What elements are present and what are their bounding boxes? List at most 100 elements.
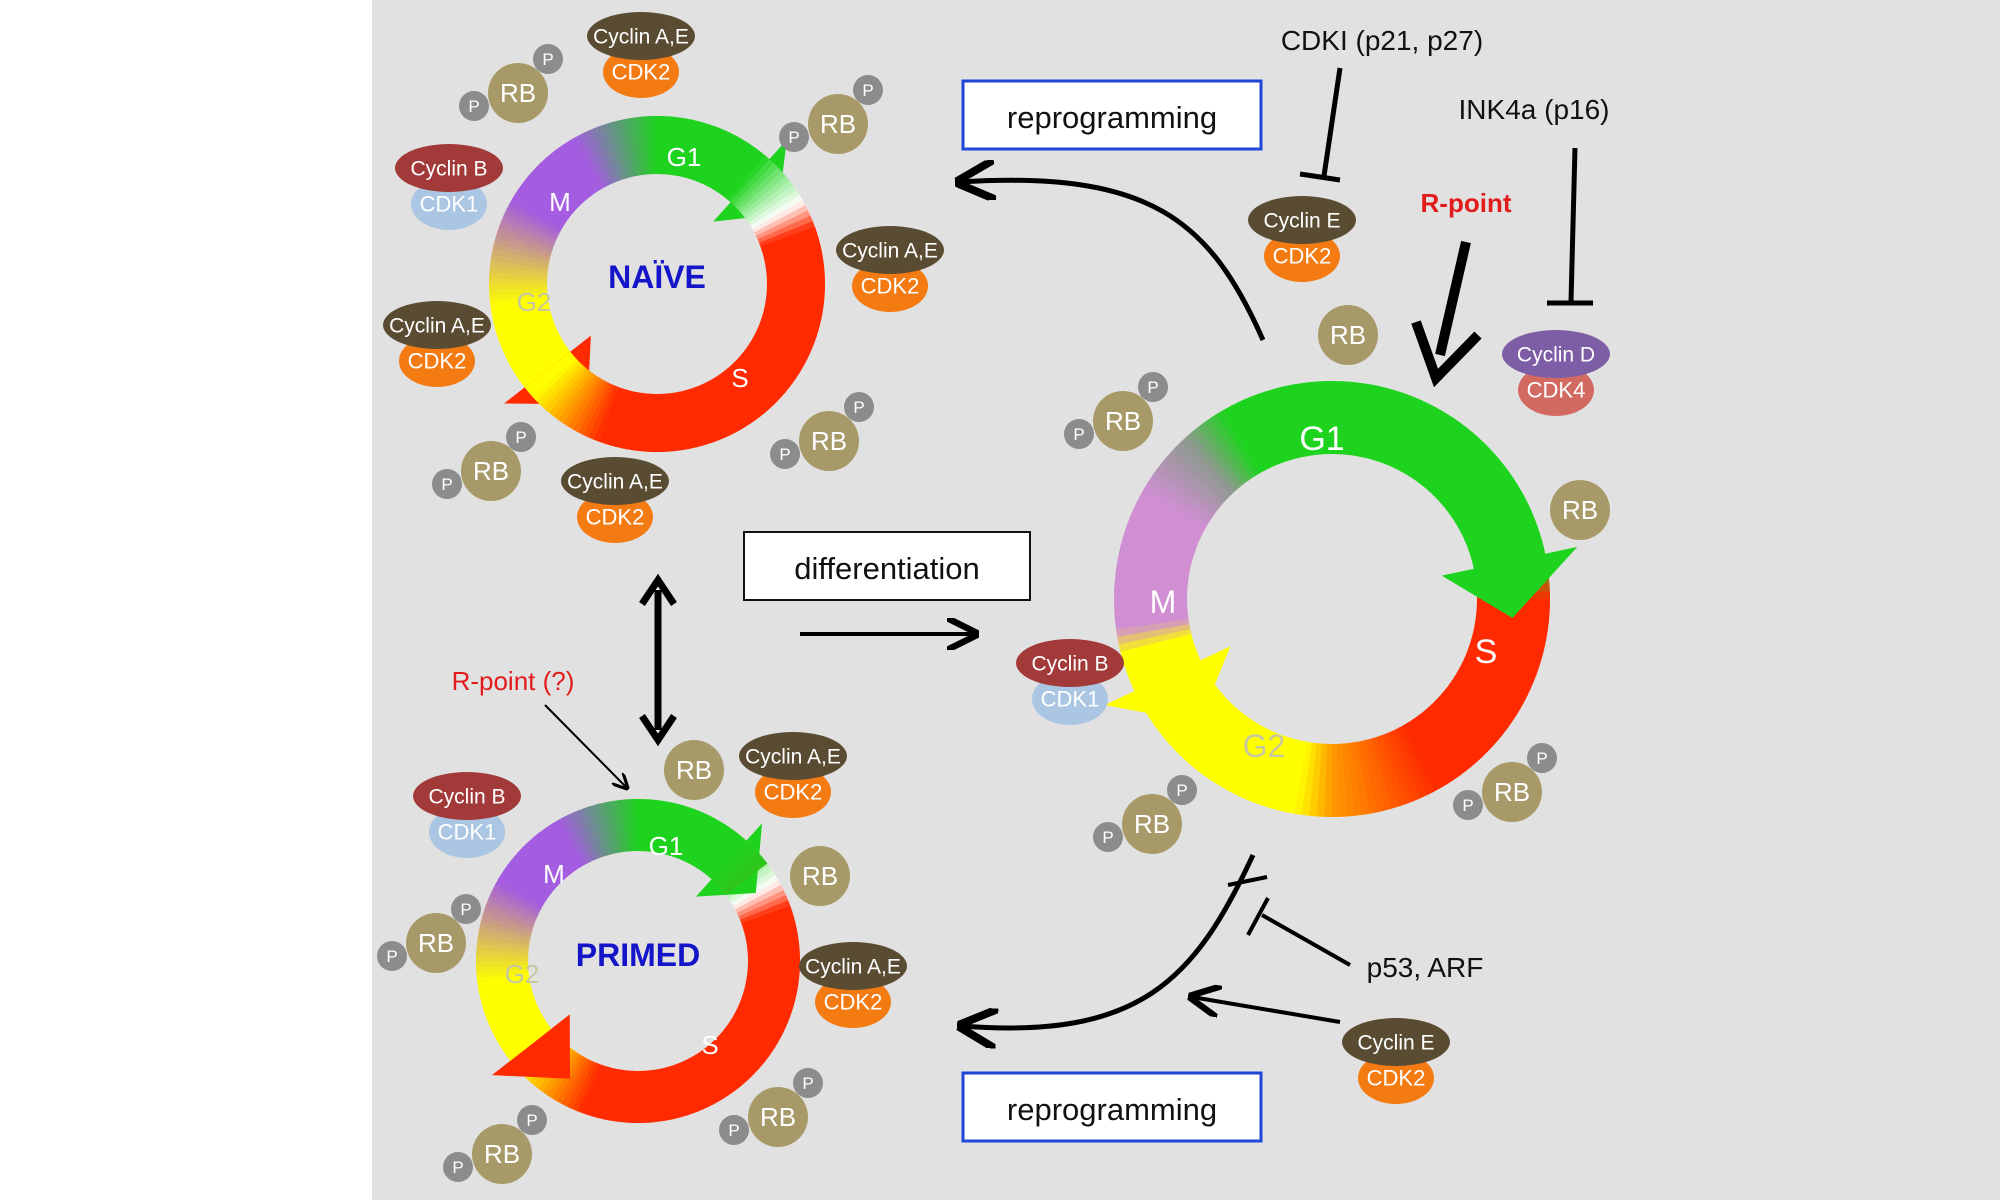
naive-cyclin-ae-cdk2-right-cdk: CDK2 <box>852 260 928 312</box>
diff-rb-pp-1-rb: RB <box>1093 391 1153 451</box>
naive-rb-pp-2-rb: RB <box>808 94 868 154</box>
primed-phase-s: S <box>701 1030 718 1060</box>
primed-rb-pp-3-rb-text: RB <box>484 1139 520 1169</box>
p53-side-cyclin-e-cdk2-cyclin: Cyclin E <box>1342 1018 1450 1066</box>
primed-cyclin-ae-cdk2-top: CDK2 Cyclin A,E <box>739 732 847 818</box>
primed-cyclin-b-cdk1-cdk-text: CDK1 <box>438 820 497 845</box>
primed-title: PRIMED <box>576 937 700 973</box>
naive-phase-s: S <box>731 363 748 393</box>
primed-phase-g2: G2 <box>505 959 540 989</box>
naive-cyclin-ae-cdk2-right-cdk-text: CDK2 <box>861 274 920 299</box>
primed-cyclin-b-cdk1-cyclin: Cyclin B <box>413 772 521 820</box>
diff-rb-pp-2-p1-text: P <box>1536 749 1547 768</box>
naive-rb-pp-3-p1-text: P <box>853 398 864 417</box>
diff-rb-pp-1-p1: P <box>1138 372 1168 402</box>
primed-cyclin-ae-cdk2-right-cdk: CDK2 <box>815 976 891 1028</box>
naive-primed-arrowhead-up <box>639 573 677 606</box>
primed-rb-pp-3-p1-text: P <box>526 1111 537 1130</box>
primed-rb-pp-3-p1: P <box>517 1105 547 1135</box>
naive-rb-pp-1-rb: RB <box>488 63 548 123</box>
r-point-question-arrow <box>544 704 627 788</box>
naive-cyclin-ae-cdk2-bottom-cyclin: Cyclin A,E <box>561 457 669 505</box>
primed-cyclin-ae-cdk2-right-cyclin: Cyclin A,E <box>799 942 907 990</box>
cyclin-e-input-arrow <box>1192 997 1341 1024</box>
naive-cyclin-ae-cdk2-top-cdk-text: CDK2 <box>612 60 671 85</box>
naive-primed-arrowhead-down <box>639 714 677 747</box>
p53-side-cyclin-e-cdk2-cdk: CDK2 <box>1358 1052 1434 1104</box>
naive-rb-pp-2-p1-text: P <box>862 81 873 100</box>
diff-rb-1-rb-text: RB <box>1330 320 1366 350</box>
primed-rb-2: RB <box>790 846 850 906</box>
diff-rb-2-rb-text: RB <box>1562 495 1598 525</box>
r-point-label: R-point <box>1421 188 1512 218</box>
naive-rb-pp-3-p1: P <box>844 392 874 422</box>
primed-rb-pp-2-rb-text: RB <box>760 1102 796 1132</box>
naive-title: NAÏVE <box>608 259 706 295</box>
primed-cyclin-b-cdk1-cdk: CDK1 <box>429 806 505 858</box>
naive-phase-g1: G1 <box>667 142 702 172</box>
primed-rb-pp-2-p1-text: P <box>802 1074 813 1093</box>
p53-side-cyclin-e-cdk2-cdk-text: CDK2 <box>1367 1066 1426 1091</box>
naive-cyclin-ae-cdk2-top-cdk: CDK2 <box>603 46 679 98</box>
naive-cyclin-ae-cdk2-right-cyclin-text: Cyclin A,E <box>842 239 938 262</box>
primed-rb-2-rb-text: RB <box>802 861 838 891</box>
naive-rb-pp-3-p2: P <box>770 439 800 469</box>
primed-rb-pp-1-rb: RB <box>406 913 466 973</box>
naive-rb-pp-4-rb-text: RB <box>473 456 509 486</box>
diff-rb-pp-1-rb-text: RB <box>1105 406 1141 436</box>
ink4a-inhibition-line <box>1568 147 1578 303</box>
primed-cyclin-ae-cdk2-right-cyclin-text: Cyclin A,E <box>805 955 901 978</box>
naive-cyclin-ae-cdk2-bottom-cyclin-text: Cyclin A,E <box>567 470 663 493</box>
diff-cyclin-d-cdk4: CDK4 Cyclin D <box>1502 330 1610 416</box>
p53-side-cyclin-e-cdk2: CDK2 Cyclin E <box>1342 1018 1450 1104</box>
naive-cyclin-b-cdk1-cdk-text: CDK1 <box>420 192 479 217</box>
diff-cyclin-b-cdk1-cyclin: Cyclin B <box>1016 639 1124 687</box>
naive-cyclin-ae-cdk2-right-cyclin: Cyclin A,E <box>836 226 944 274</box>
diff-phase-s: S <box>1475 633 1498 671</box>
naive-rb-pp-2-p2: P <box>779 122 809 152</box>
primed-rb-pp-3-p2-text: P <box>452 1158 463 1177</box>
primed-cyclin-ae-cdk2-right-cdk-text: CDK2 <box>824 990 883 1015</box>
naive-rb-pp-1-p2-text: P <box>468 97 479 116</box>
diff-cyclin-d-cdk4-cyclin-text: Cyclin D <box>1517 343 1595 366</box>
diff-cyclin-b-cdk1-cyclin-text: Cyclin B <box>1031 652 1108 675</box>
primed-phase-m: M <box>543 859 565 889</box>
primed-cyclin-ae-cdk2-top-cdk-text: CDK2 <box>764 780 823 805</box>
diff-cyclin-e-cdk2-cyclin-text: Cyclin E <box>1263 209 1340 232</box>
differentiation-label: differentiation <box>794 551 980 586</box>
naive-rb-pp-2-p2-text: P <box>788 128 799 147</box>
primed-rb-pp-1-p1: P <box>451 894 481 924</box>
diff-rb-pp-3-rb-text: RB <box>1134 809 1170 839</box>
naive-rb-pp-3-rb: RB <box>799 411 859 471</box>
primed-rb-1-rb-text: RB <box>676 755 712 785</box>
naive-rb-pp-4-p2-text: P <box>441 475 452 494</box>
primed-cell-cycle-ring <box>476 799 800 1123</box>
primed-cyclin-ae-cdk2-top-cdk: CDK2 <box>755 766 831 818</box>
naive-cyclin-ae-cdk2-right: CDK2 Cyclin A,E <box>836 226 944 312</box>
cdki-label: CDKI (p21, p27) <box>1281 25 1483 56</box>
diff-rb-pp-2-p1: P <box>1527 743 1557 773</box>
naive-cyclin-ae-cdk2-left-cdk-text: CDK2 <box>408 349 467 374</box>
naive-cyclin-ae-cdk2-bottom-cdk: CDK2 <box>577 491 653 543</box>
p53-arf-label: p53, ARF <box>1367 952 1484 983</box>
reprogramming-bottom-box <box>961 1071 1263 1143</box>
p53-side-cyclin-e-cdk2-cyclin-text: Cyclin E <box>1357 1031 1434 1054</box>
primed-cyclin-ae-cdk2-top-cyclin-text: Cyclin A,E <box>745 745 841 768</box>
naive-rb-pp-3: RBP P <box>770 392 874 471</box>
diff-cyclin-d-cdk4-cdk-text: CDK4 <box>1527 378 1586 403</box>
diff-cyclin-b-cdk1-cdk: CDK1 <box>1032 673 1108 725</box>
diff-cyclin-b-cdk1-cdk-text: CDK1 <box>1041 687 1100 712</box>
naive-phase-g2: G2 <box>517 287 552 317</box>
naive-rb-pp-4-rb: RB <box>461 441 521 501</box>
primed-phase-g1: G1 <box>649 831 684 861</box>
primed-rb-pp-3: RB P P <box>443 1105 547 1184</box>
naive-cyclin-b-cdk1-cyclin: Cyclin B <box>395 144 503 192</box>
